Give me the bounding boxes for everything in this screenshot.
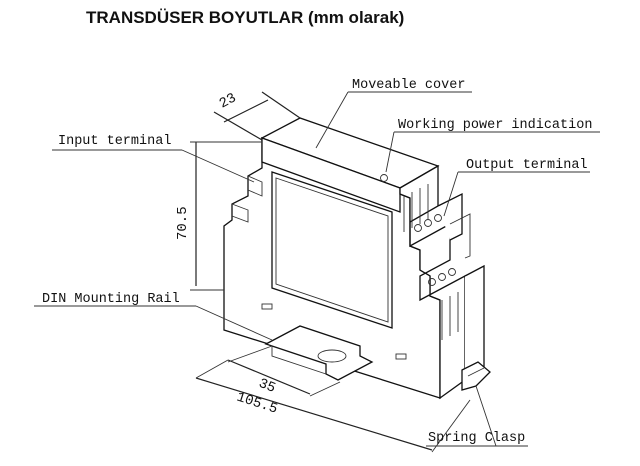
device-body (223, 117, 491, 400)
callout-leaders (34, 91, 600, 447)
dimension-lines (190, 91, 471, 453)
spring-clasp-label: Spring Clasp (428, 431, 525, 446)
diagram-title: TRANSDÜSER BOYUTLAR (mm olarak) (86, 8, 405, 27)
height-dimension: 70.5 (175, 206, 191, 240)
rail-dimension: 35 (256, 376, 278, 397)
output-terminal-label: Output terminal (466, 158, 588, 173)
moveable-cover-label: Moveable cover (352, 78, 465, 93)
din-rail (264, 325, 374, 381)
din-rail-label: DIN Mounting Rail (42, 292, 180, 307)
input-terminal-label: Input terminal (58, 134, 171, 149)
width-dimension: 23 (217, 90, 239, 112)
working-power-label: Working power indication (398, 118, 592, 133)
